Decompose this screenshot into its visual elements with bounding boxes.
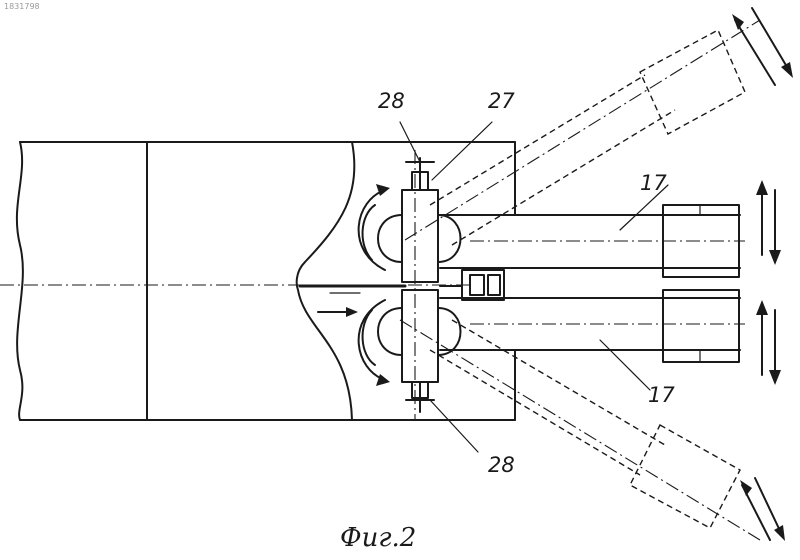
label-17-bottom: 17: [648, 383, 675, 407]
lower-inclined-position: [400, 320, 760, 540]
center-block: [440, 270, 504, 300]
upper-tube: [440, 205, 745, 277]
main-body: [17, 142, 515, 420]
figure-caption: Фиг.2: [340, 523, 416, 553]
upper-inclined-position: [405, 20, 760, 245]
label-28-top: 28: [378, 89, 405, 113]
document-id: 1831798: [4, 2, 40, 11]
label-17-top: 17: [640, 171, 667, 195]
motion-arrows: [732, 8, 793, 541]
upper-disk-assembly: [378, 158, 461, 282]
label-27: 27: [488, 89, 515, 113]
label-28-bottom: 28: [488, 453, 515, 477]
axis-lines: [0, 150, 470, 420]
